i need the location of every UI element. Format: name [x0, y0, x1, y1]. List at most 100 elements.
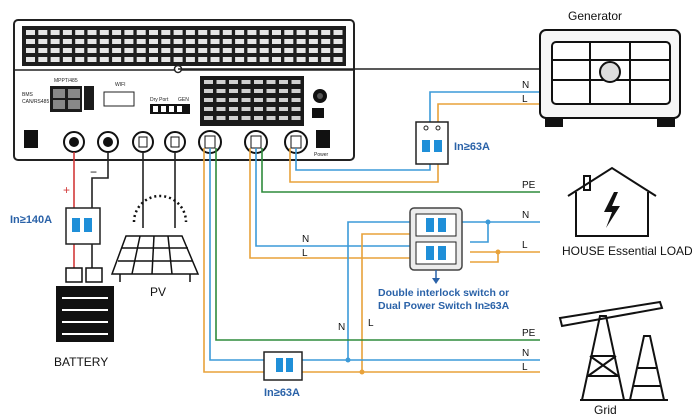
vent-slot [26, 30, 35, 35]
vent-slot [112, 39, 122, 44]
vent-slot [235, 30, 245, 35]
vent-slot [259, 48, 269, 53]
vent-slot [308, 48, 318, 53]
house-icon [567, 166, 657, 237]
vent-slot [254, 107, 263, 111]
vent-slot [185, 39, 195, 44]
vent-slot [161, 57, 171, 62]
vent-slot [284, 30, 294, 35]
vent-slot [62, 39, 72, 44]
vent-slot [308, 57, 318, 62]
vent-slot [321, 39, 331, 44]
vent-slot [173, 57, 183, 62]
house-pe-wire [261, 148, 540, 193]
vent-slot [241, 80, 251, 84]
vent-slot [136, 57, 146, 62]
vent-slot [333, 30, 343, 35]
vent-slot [38, 48, 48, 53]
vent-slot [321, 48, 331, 53]
wire-label-gen-n: N [522, 80, 529, 91]
vent-slot [87, 39, 97, 44]
battery-breaker [65, 207, 101, 245]
vent-slot [161, 39, 171, 44]
vent-slot [291, 107, 301, 111]
vent-slot [222, 57, 232, 62]
vent-slot [279, 80, 288, 84]
vent-slot [241, 98, 251, 102]
vent-slot [229, 107, 238, 111]
wire-label-gen-l: L [522, 94, 528, 105]
vent-slot [254, 89, 263, 93]
vent-slot [296, 57, 306, 62]
vent-slot [204, 98, 213, 102]
vent-slot [266, 80, 276, 84]
vent-slot [185, 30, 195, 35]
interlock-label-line1: Double interlock switch or [378, 287, 509, 299]
vent-slot [266, 89, 276, 93]
vent-slot [272, 30, 281, 35]
vent-slot [204, 80, 213, 84]
lower-vent [200, 76, 304, 126]
wire-label-grid-l: L [522, 362, 528, 373]
junction-dots [345, 219, 501, 375]
wire-label-grid-n-vert: N [338, 322, 345, 333]
vent-slot [259, 39, 269, 44]
vent-slot [173, 39, 183, 44]
vent-slot [185, 48, 195, 53]
vent-slot [136, 30, 146, 35]
vent-slot [247, 48, 257, 53]
battery-icon [56, 267, 114, 342]
wire-label-grid-pe: PE [522, 328, 536, 339]
gen-breaker [415, 121, 449, 165]
port-label-dry: Dry Port [150, 97, 169, 103]
vent-slot [87, 57, 97, 62]
vent-slot [124, 48, 134, 53]
vent-slot [198, 30, 208, 35]
port-label-wifi: WIFI [115, 82, 126, 88]
port-label-mppt: MPPT/485 [54, 78, 78, 84]
vent-slot [235, 39, 245, 44]
wire-label-house-pe: PE [522, 180, 536, 191]
solar-panel-icon [110, 194, 200, 282]
vent-slot [279, 89, 288, 93]
vent-slot [291, 89, 301, 93]
grid-breaker-label: In≥63A [264, 387, 300, 399]
vent-slot [210, 57, 220, 62]
vent-slot [247, 30, 257, 35]
grid-n-wire [209, 148, 540, 361]
pv-label: PV [150, 285, 166, 299]
wire-label-inv-l: L [302, 248, 308, 259]
vent-slot [112, 48, 122, 53]
vent-slot [291, 116, 301, 120]
vent-slot [136, 39, 146, 44]
vent-slot [222, 39, 232, 44]
gen-l-wire [289, 103, 540, 183]
vent-slot [185, 57, 195, 62]
vent-slot [38, 30, 48, 35]
vent-slot [198, 39, 208, 44]
vent-slot [259, 57, 269, 62]
vent-slot [291, 80, 301, 84]
vent-slot [173, 48, 183, 53]
vent-slot [210, 30, 220, 35]
vent-slot [87, 30, 97, 35]
left-switch [24, 130, 38, 148]
inv-n-wire [255, 148, 412, 247]
grid-n-up-wire [347, 221, 412, 360]
vent-slot [247, 39, 257, 44]
battery-plus-sign: + [63, 183, 70, 197]
gen-breaker-label: In≥63A [454, 141, 490, 153]
vent-slot [229, 89, 238, 93]
vent-slot [333, 48, 343, 53]
vent-slot [279, 107, 288, 111]
vent-slot [266, 107, 276, 111]
vent-slot [272, 57, 281, 62]
vent-slot [229, 98, 238, 102]
vent-slot [149, 39, 158, 44]
grid-l-up-wire [361, 233, 412, 372]
vent-slot [26, 39, 35, 44]
vent-slot [62, 57, 72, 62]
vent-slot [204, 89, 213, 93]
house-label: HOUSE Essential LOAD [562, 244, 692, 258]
vent-slot [99, 48, 109, 53]
